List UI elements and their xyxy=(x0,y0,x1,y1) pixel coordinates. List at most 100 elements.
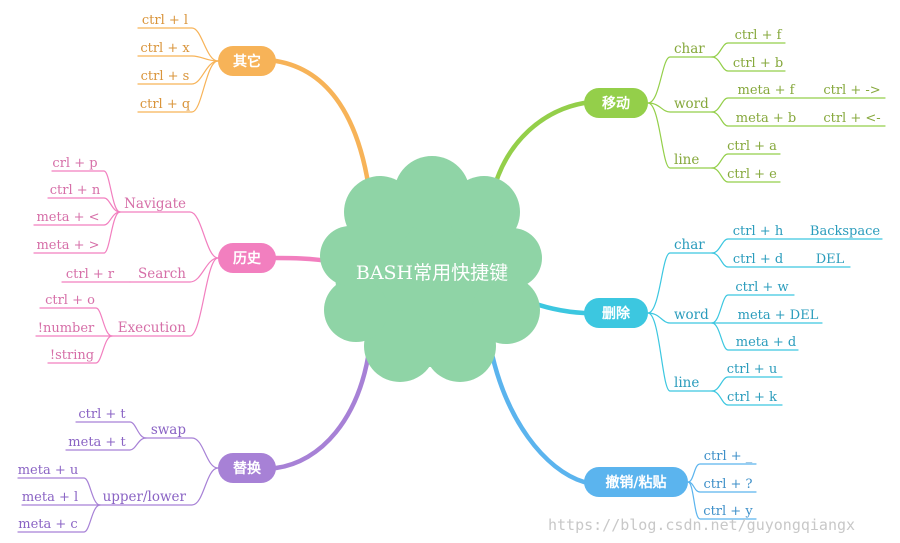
leaf-undo-2: ctrl + y xyxy=(703,504,753,519)
branch-history-label: 历史 xyxy=(233,251,262,267)
cloud-lobe xyxy=(482,228,542,288)
connector-replace-group-0 xyxy=(145,437,219,469)
center-node: BASH常用快捷键 xyxy=(320,156,542,382)
leaf-other-3: ctrl + q xyxy=(140,97,190,112)
leaf-move-word-1-alt: ctrl + <- xyxy=(823,111,880,126)
leaf-delete-word-1: meta + DEL xyxy=(738,308,819,323)
connector-replace xyxy=(273,342,373,471)
cloud-lobe xyxy=(424,310,496,382)
branch-replace-label: 替换 xyxy=(233,460,262,477)
leaf-history-exec-2: !string xyxy=(50,348,94,363)
leaf-history-nav-3: meta + > xyxy=(36,238,99,253)
leaf-delete-char-0: ctrl + h xyxy=(733,224,784,239)
leaf-history-nav-2: meta + < xyxy=(36,210,99,225)
group-delete-word: word xyxy=(674,307,709,323)
leaf-delete-word-0: ctrl + w xyxy=(735,280,788,295)
cloud-lobe xyxy=(324,278,388,342)
connector-history-nav-3 xyxy=(33,211,121,254)
branch-undo-label: 撤销/粘贴 xyxy=(605,474,666,491)
leaf-history-search-0: ctrl + r xyxy=(66,267,115,282)
connector-history-nav-0 xyxy=(51,170,121,213)
connector-move-word-1 xyxy=(711,111,886,127)
connector-move-group-1 xyxy=(647,102,713,113)
branch-history-pill xyxy=(218,243,276,273)
leaf-other-1: ctrl + x xyxy=(140,41,190,56)
leaf-move-char-1: ctrl + b xyxy=(733,56,783,71)
leaf-undo-0: ctrl + _ xyxy=(704,449,753,464)
group-delete-char: char xyxy=(674,237,705,253)
connector-move-char-0 xyxy=(711,42,786,58)
leaf-move-word-1: meta + b xyxy=(736,111,796,126)
leaf-undo-1: ctrl + ? xyxy=(703,477,752,492)
leaf-replace-ul-1: meta + l xyxy=(22,490,78,505)
labels: ctrl + l ctrl + x ctrl + s ctrl + q Navi… xyxy=(18,13,881,532)
connector-history-nav-1 xyxy=(47,197,121,213)
branch-other[interactable]: 其它 xyxy=(218,46,276,76)
leaf-move-word-0-alt: ctrl + -> xyxy=(823,83,880,98)
connector-undo-leaf-0 xyxy=(687,463,757,483)
leaf-replace-swap-1: meta + t xyxy=(68,435,126,450)
connector-delete-group-2 xyxy=(647,312,713,392)
connector-delete-char-1 xyxy=(711,252,851,268)
connector-replace-group-1 xyxy=(99,467,219,506)
group-replace-upperlower: upper/lower xyxy=(103,489,187,505)
branch-undo[interactable]: 撤销/粘贴 xyxy=(584,467,688,497)
connector-history-group-2 xyxy=(111,257,219,337)
leaf-other-0: ctrl + l xyxy=(142,13,188,28)
connector-other xyxy=(273,58,373,199)
branch-undo-pill xyxy=(584,467,688,497)
group-delete-line: line xyxy=(674,375,699,391)
group-history-search: Search xyxy=(138,266,186,282)
connector-move xyxy=(489,100,587,199)
group-move-line: line xyxy=(674,152,699,168)
leaf-move-line-1: ctrl + e xyxy=(727,167,777,182)
connector-delete-group-1 xyxy=(647,312,713,324)
connector-move-word-0 xyxy=(711,97,886,113)
leaf-other-2: ctrl + s xyxy=(141,69,190,84)
leaf-delete-line-1: ctrl + k xyxy=(727,390,777,405)
leaf-replace-ul-2: meta + c xyxy=(18,517,77,532)
center-title: BASH常用快捷键 xyxy=(356,262,508,284)
connector-delete-line-0 xyxy=(711,376,783,392)
leaf-replace-swap-0: ctrl + t xyxy=(78,407,126,422)
group-history-execution: Execution xyxy=(118,320,187,336)
connector-delete-word-2 xyxy=(711,322,799,351)
connector-delete-group-0 xyxy=(647,252,713,314)
leaf-delete-char-0-alt: Backspace xyxy=(810,224,880,239)
branch-delete-pill xyxy=(584,298,648,328)
group-replace-swap: swap xyxy=(151,422,186,438)
branch-move[interactable]: 移动 xyxy=(584,88,648,118)
connector-other-leaf-1 xyxy=(137,55,219,62)
branch-delete[interactable]: 删除 xyxy=(584,298,648,328)
connector-history-exec-0 xyxy=(39,307,113,337)
connector-move-group-0 xyxy=(647,56,713,104)
connector-move-line-0 xyxy=(711,153,781,169)
leaf-move-word-0: meta + f xyxy=(738,83,796,98)
leaf-history-exec-1: !number xyxy=(38,321,95,336)
branch-replace-pill xyxy=(218,453,276,483)
branch-other-label: 其它 xyxy=(233,53,261,70)
group-history-navigate: Navigate xyxy=(124,196,186,212)
leaf-move-char-0: ctrl + f xyxy=(735,28,783,43)
branch-history[interactable]: 历史 xyxy=(218,243,276,273)
connector-move-char-1 xyxy=(711,56,786,72)
branch-delete-label: 删除 xyxy=(602,305,631,322)
leaf-move-line-0: ctrl + a xyxy=(727,139,777,154)
group-move-char: char xyxy=(674,41,705,57)
branch-replace[interactable]: 替换 xyxy=(218,453,276,483)
branch-other-pill xyxy=(218,46,276,76)
connector-replace-ul-0 xyxy=(17,477,101,506)
connector-move-group-2 xyxy=(647,102,713,169)
leaf-delete-line-0: ctrl + u xyxy=(727,362,777,377)
connector-replace-swap-0 xyxy=(75,421,147,439)
connectors xyxy=(17,27,886,533)
watermark: https://blog.csdn.net/guyongqiangx xyxy=(548,516,855,534)
leaf-delete-char-1: ctrl + d xyxy=(733,252,783,267)
connector-delete-line-1 xyxy=(711,390,783,406)
connector-undo xyxy=(487,342,587,485)
leaf-history-nav-1: ctrl + n xyxy=(50,183,101,198)
connector-undo-leaf-2 xyxy=(687,481,757,520)
leaf-delete-word-2: meta + d xyxy=(736,335,796,350)
leaf-history-exec-0: ctrl + o xyxy=(45,293,95,308)
